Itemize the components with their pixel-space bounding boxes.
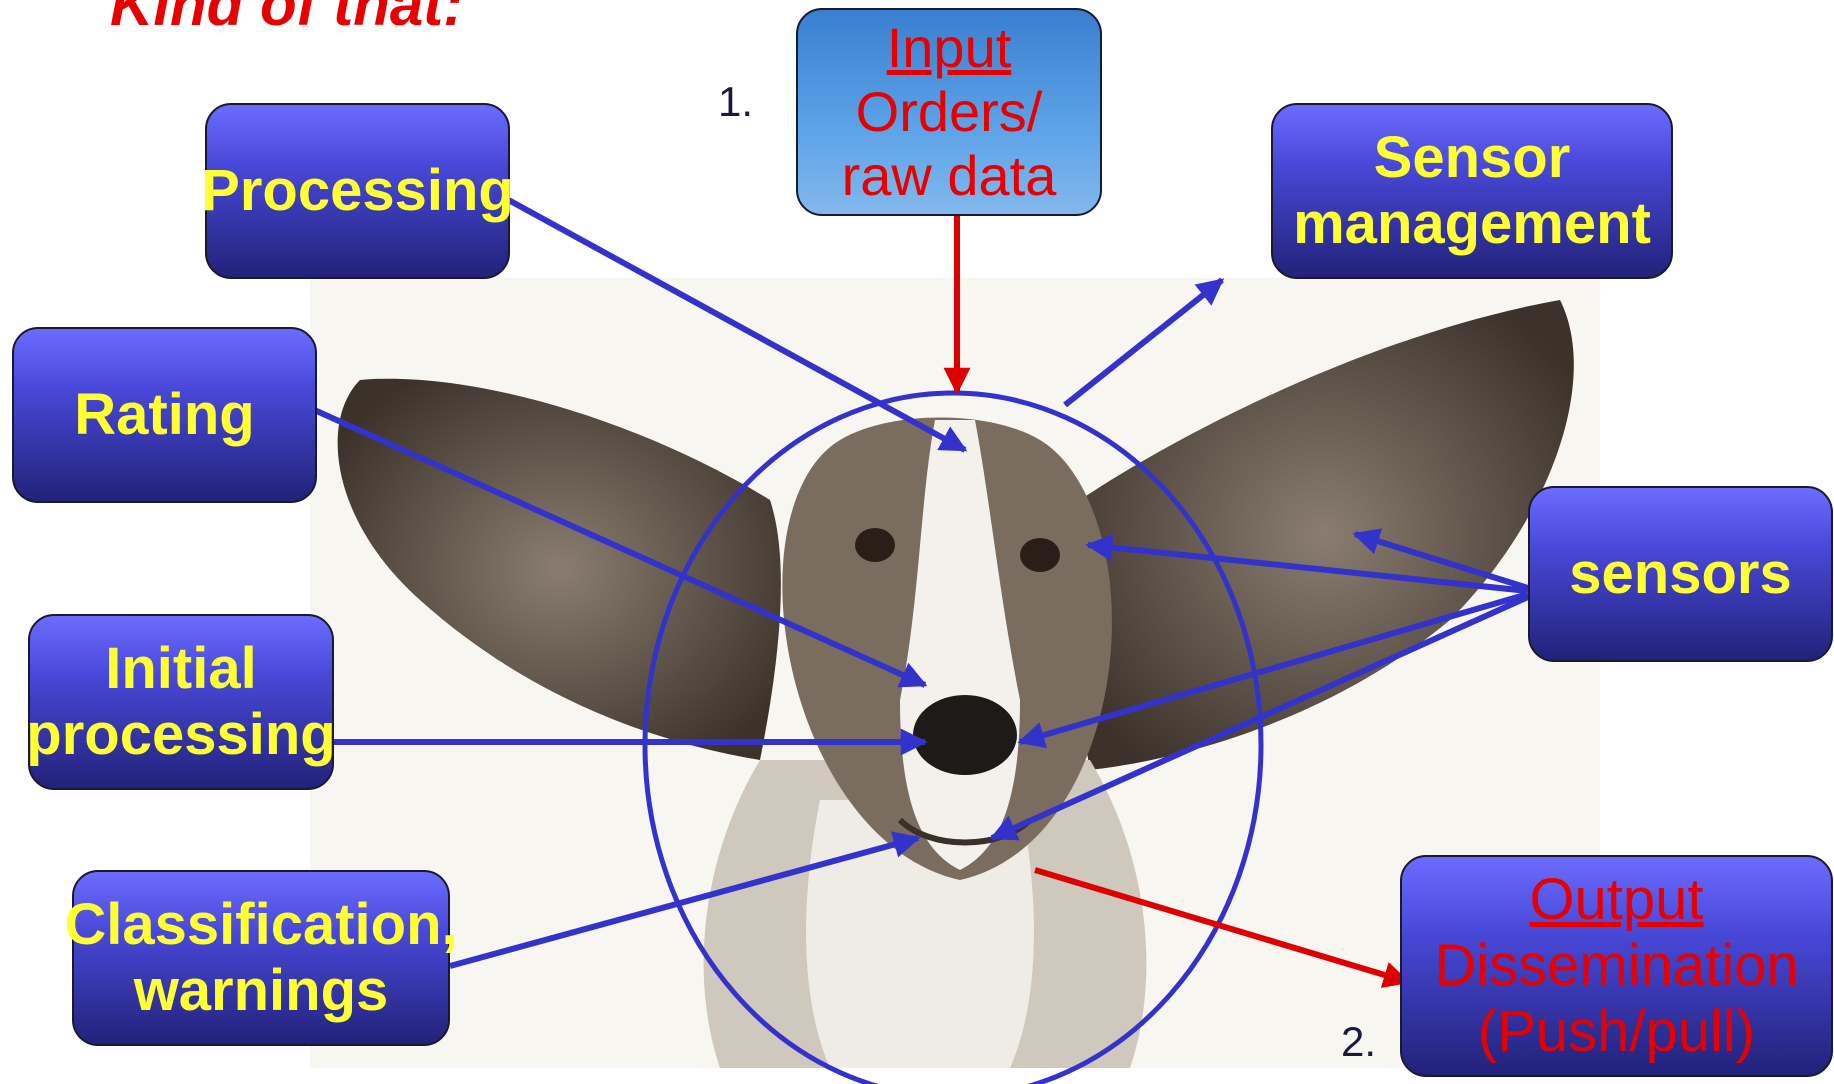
rating-arrow xyxy=(308,405,928,688)
classification-line-2: warnings xyxy=(133,958,389,1023)
sensors-arrow-right-ear xyxy=(1352,528,1529,591)
rating-label: Rating xyxy=(74,382,255,447)
sensors-arrow-mouth xyxy=(989,594,1530,841)
sensor-management-line-1: Sensor xyxy=(1373,125,1571,190)
input-heading: Input xyxy=(886,16,1012,79)
sensors-box: sensors xyxy=(1528,486,1833,662)
sensors-arrow-eye xyxy=(1085,534,1529,594)
input-box: Input Orders/ raw data xyxy=(796,8,1102,216)
output-line-1: Dissemination xyxy=(1434,933,1799,998)
input-line-1: Orders/ xyxy=(855,80,1043,143)
initial-processing-box: Initial processing xyxy=(26,614,336,790)
step-number-1: 1. xyxy=(718,78,754,125)
sensors-label: sensors xyxy=(1569,541,1792,606)
classification-line-1: Classification, xyxy=(64,892,458,957)
right-ear xyxy=(1073,300,1574,770)
classification-box: Classification, warnings xyxy=(64,870,458,1046)
input-line-2: raw data xyxy=(841,144,1057,207)
sensor-management-arrow xyxy=(1063,277,1225,408)
processing-arrow xyxy=(503,195,968,453)
step-number-2: 2. xyxy=(1341,1018,1377,1065)
sensor-management-line-2: management xyxy=(1293,191,1651,256)
classification-arrow xyxy=(449,831,921,969)
left-ear xyxy=(337,378,781,760)
output-line-2: (Push/pull) xyxy=(1477,999,1756,1064)
output-box: Output Dissemination (Push/pull) xyxy=(1400,855,1833,1077)
sensors-arrow-nose xyxy=(1017,591,1529,749)
slide-title: Kind of that: xyxy=(110,0,464,38)
output-arrow xyxy=(1034,867,1411,988)
dog-illustration xyxy=(337,300,1574,1068)
right-eye xyxy=(1020,538,1060,572)
initial-processing-line-2: processing xyxy=(26,702,336,767)
initial-processing-line-1: Initial xyxy=(105,636,257,701)
processing-box: Processing xyxy=(201,103,514,279)
dog-nose xyxy=(913,695,1017,775)
sensor-management-box: Sensor management xyxy=(1271,103,1673,279)
rating-box: Rating xyxy=(12,327,317,503)
left-eye xyxy=(855,528,895,562)
processing-label: Processing xyxy=(201,158,514,223)
output-heading: Output xyxy=(1529,867,1704,932)
